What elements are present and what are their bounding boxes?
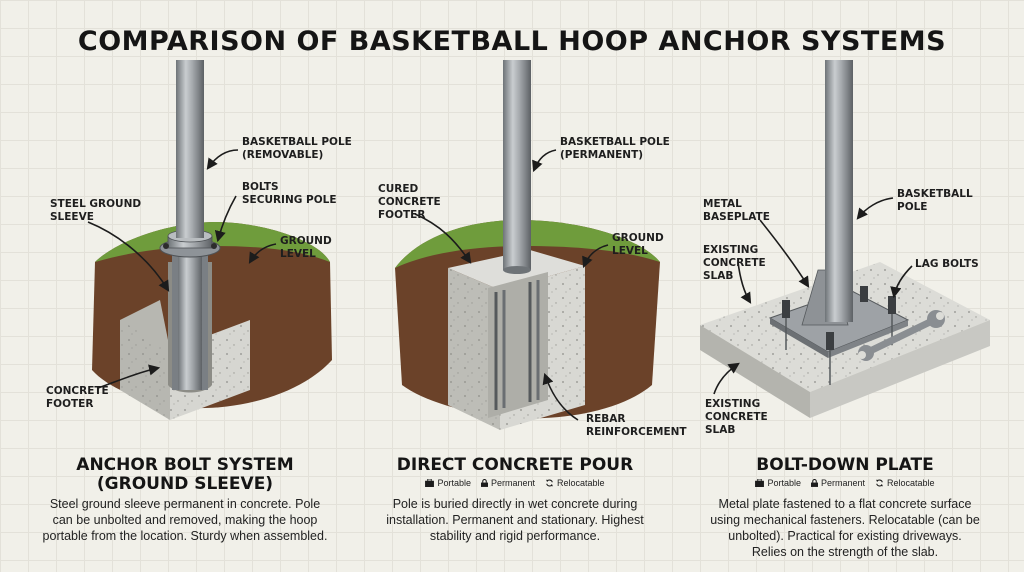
features-direct-pour: Portable Permanent Relocatable bbox=[380, 478, 650, 488]
label-concrete-footer-1: CONCRETE FOOTER bbox=[46, 385, 109, 410]
heading-anchor-bolt: ANCHOR BOLT SYSTEM (GROUND SLEEVE) bbox=[76, 455, 294, 494]
label-existing-slab-top: EXISTING CONCRETE SLAB bbox=[703, 244, 766, 282]
feature-permanent: Permanent bbox=[810, 478, 865, 488]
description-anchor-bolt: Steel ground sleeve permanent in concret… bbox=[42, 497, 328, 543]
heading-direct-pour: DIRECT CONCRETE POUR bbox=[396, 455, 634, 475]
cycle-arrows-icon bbox=[875, 479, 884, 487]
label-basketball-pole: BASKETBALL POLE bbox=[897, 188, 973, 213]
feature-permanent: Permanent bbox=[480, 478, 535, 488]
label-pole-removable: BASKETBALL POLE (REMOVABLE) bbox=[242, 136, 352, 161]
briefcase-icon bbox=[425, 479, 435, 487]
lock-icon bbox=[480, 479, 488, 487]
label-bolts: BOLTS SECURING POLE bbox=[242, 181, 337, 206]
feature-portable: Portable bbox=[755, 478, 801, 488]
feature-relocatable: Relocatable bbox=[545, 478, 605, 488]
label-existing-slab-bottom: EXISTING CONCRETE SLAB bbox=[705, 398, 768, 436]
label-ground-level-1: GROUND LEVEL bbox=[280, 235, 332, 260]
label-ground-level-2: GROUND LEVEL bbox=[612, 232, 664, 257]
cycle-arrows-icon bbox=[545, 479, 554, 487]
label-cured-footer: CURED CONCRETE FOOTER bbox=[378, 183, 441, 221]
callout-arrows bbox=[87, 149, 913, 421]
description-bolt-down: Metal plate fastened to a flat concrete … bbox=[710, 497, 980, 559]
briefcase-icon bbox=[755, 479, 765, 487]
feature-portable: Portable bbox=[425, 478, 471, 488]
description-direct-pour: Pole is buried directly in wet concrete … bbox=[386, 497, 644, 543]
heading-bolt-down: BOLT-DOWN PLATE bbox=[756, 455, 934, 475]
lock-icon bbox=[810, 479, 818, 487]
bolt-down-illustration bbox=[700, 60, 990, 418]
label-metal-baseplate: METAL BASEPLATE bbox=[703, 198, 770, 223]
label-steel-sleeve: STEEL GROUND SLEEVE bbox=[50, 198, 142, 223]
page-title: COMPARISON OF BASKETBALL HOOP ANCHOR SYS… bbox=[77, 26, 947, 57]
feature-relocatable: Relocatable bbox=[875, 478, 935, 488]
anchor-bolt-illustration bbox=[92, 60, 332, 420]
features-bolt-down: Portable Permanent Relocatable bbox=[730, 478, 960, 488]
label-pole-permanent: BASKETBALL POLE (PERMANENT) bbox=[560, 136, 670, 161]
label-rebar: REBAR REINFORCEMENT bbox=[586, 413, 687, 438]
concrete-pour-illustration bbox=[395, 60, 660, 430]
label-lag-bolts: LAG BOLTS bbox=[915, 258, 979, 270]
